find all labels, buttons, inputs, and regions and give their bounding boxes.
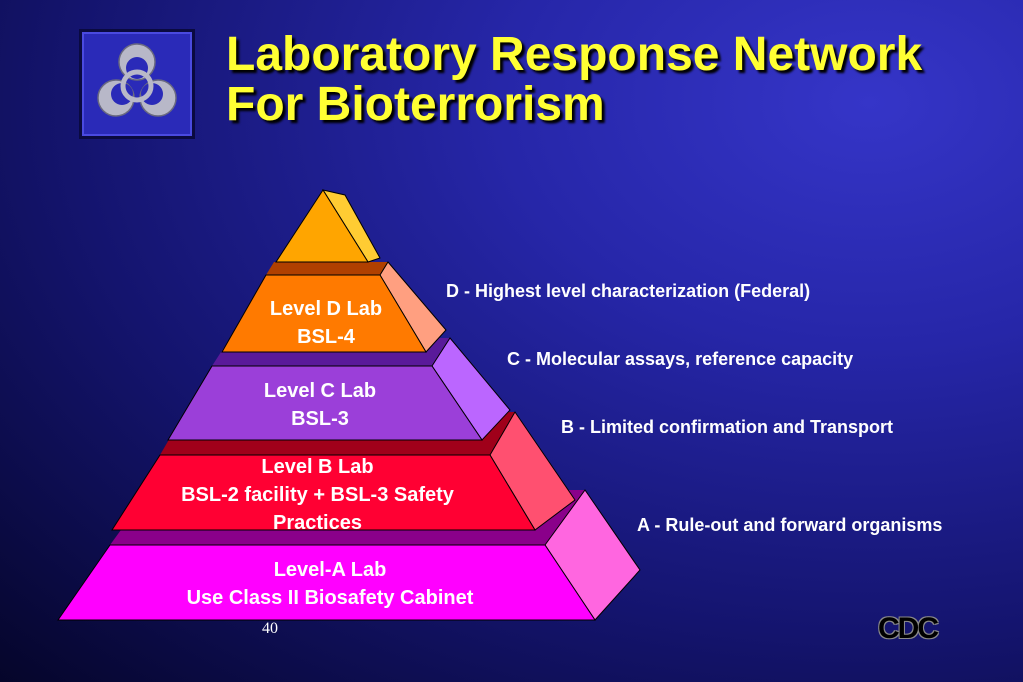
level-c-line-2: BSL-3	[291, 408, 349, 430]
description-c: C - Molecular assays, reference capacity	[507, 349, 854, 369]
description-b: B - Limited confirmation and Transport	[561, 417, 894, 437]
level-a-line-1: Level-A Lab	[273, 559, 387, 581]
level-b-line-1: Level B Lab	[261, 456, 374, 478]
biohazard-icon	[97, 43, 177, 117]
level-b-line-3: Practices	[273, 512, 362, 534]
title-line-1: Laboratory Response Network	[226, 28, 923, 81]
level-a-label: Level-A Lab Use Class II Biosafety Cabin…	[120, 556, 540, 612]
level-b-label: Level B Lab BSL-2 facility + BSL-3 Safet…	[130, 453, 505, 537]
level-c-line-1: Level C Lab	[263, 380, 377, 402]
title-line-2: For Bioterrorism	[226, 78, 605, 131]
level-c-label: Level C Lab BSL-3	[200, 377, 440, 433]
description-d: D - Highest level characterization (Fede…	[446, 281, 811, 301]
pyramid-apex	[275, 189, 381, 263]
level-d-line-1: Level D Lab	[269, 298, 383, 320]
description-a: A - Rule-out and forward organisms	[637, 515, 943, 535]
slide-title: Laboratory Response Network For Bioterro…	[226, 30, 1016, 130]
level-d-line-2: BSL-4	[297, 326, 355, 348]
level-a-line-2: Use Class II Biosafety Cabinet	[186, 587, 474, 609]
biohazard-logo	[79, 29, 195, 139]
level-b-line-2: BSL-2 facility + BSL-3 Safety	[181, 484, 454, 506]
page-number: 40	[262, 620, 278, 637]
cdc-logo: CDC	[878, 612, 939, 645]
level-d-label: Level D Lab BSL-4	[226, 295, 426, 351]
pyramid-tier-d	[221, 261, 447, 353]
